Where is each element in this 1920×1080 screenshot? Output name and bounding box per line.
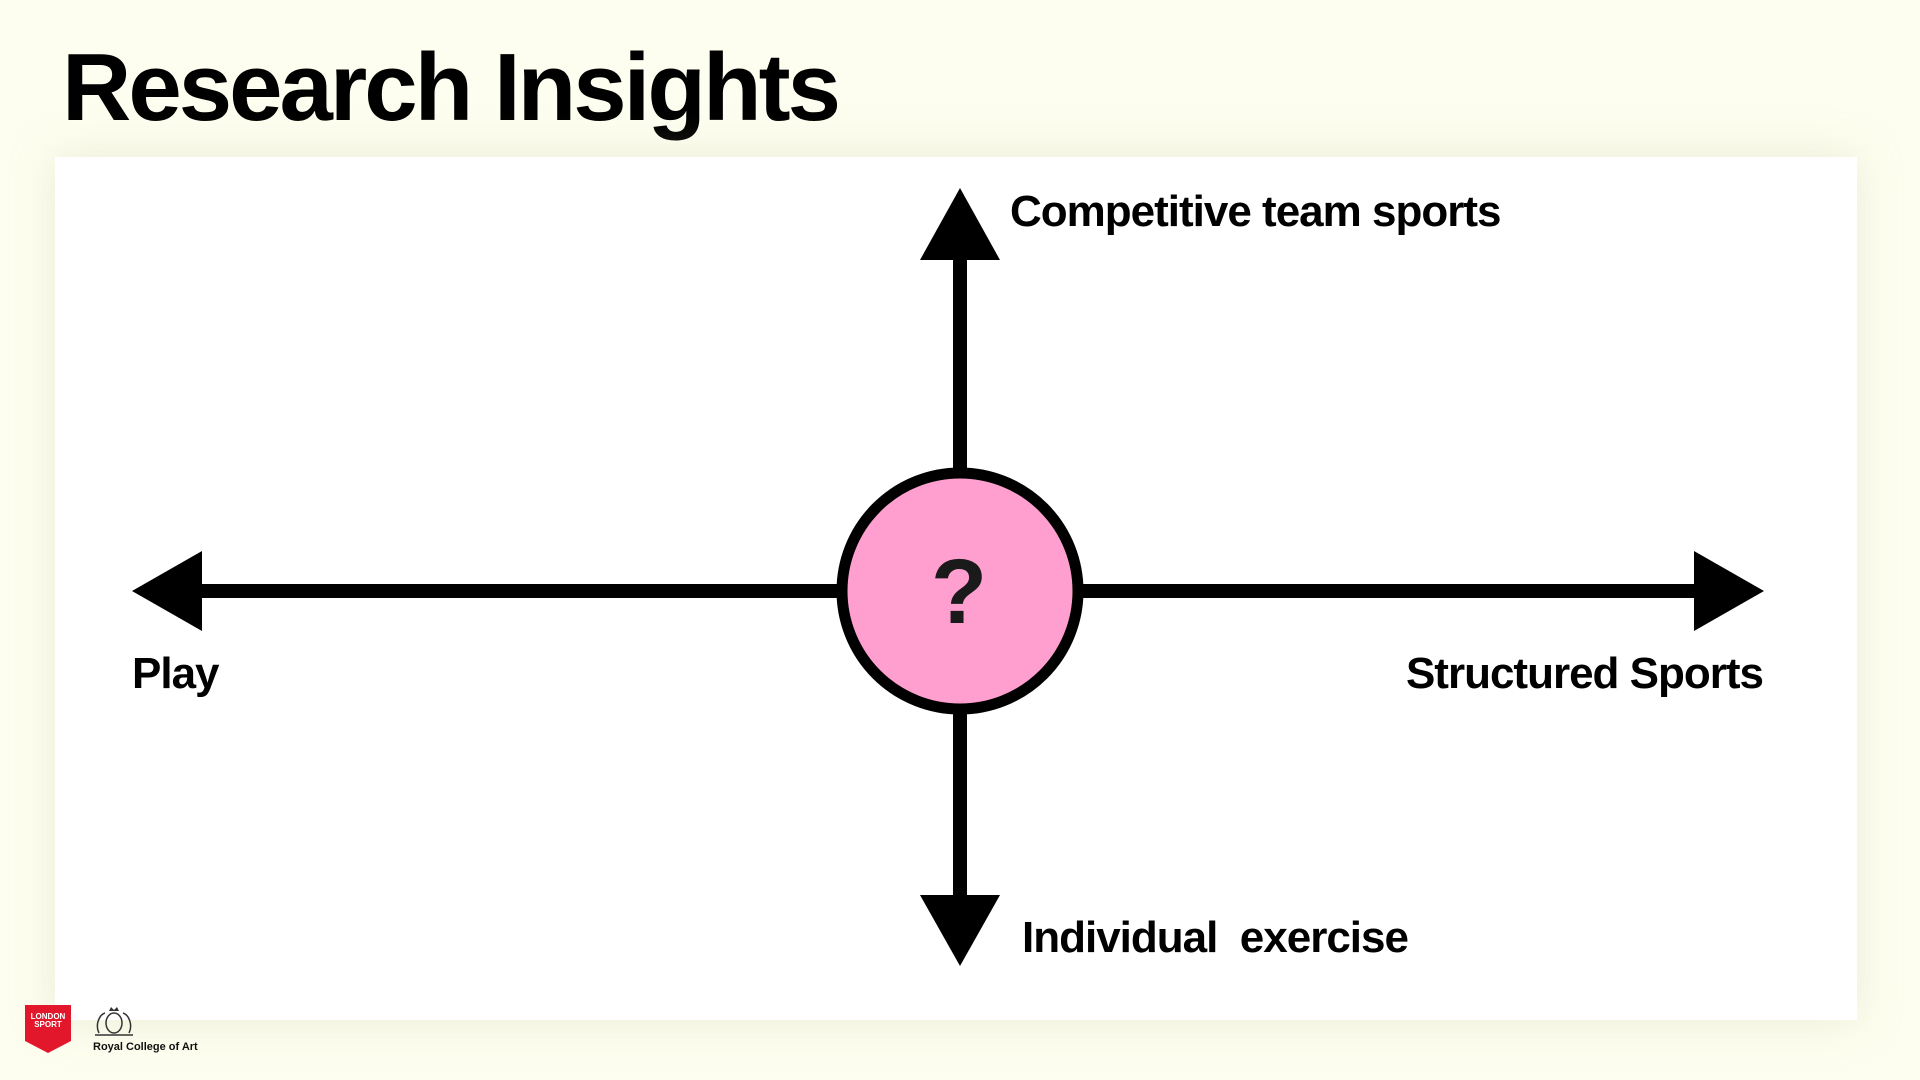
center-question-mark: ?	[930, 541, 988, 643]
royal-crest-icon	[95, 1007, 133, 1036]
slide-title: Research Insights	[62, 34, 841, 141]
axis-top-label: Competitive team sports	[1010, 187, 1501, 236]
center-circle	[836, 467, 1084, 715]
arrow-up-icon	[920, 188, 1000, 260]
axis-right-label: Structured Sports	[1405, 649, 1764, 698]
arrow-left-icon	[132, 551, 202, 631]
london-sport-logo	[25, 1005, 71, 1053]
arrow-right-icon	[1694, 551, 1764, 631]
axis-left-label: Play	[132, 649, 220, 698]
arrow-down-icon	[920, 895, 1000, 966]
axis-bottom-label: Individual exercise	[1022, 913, 1409, 962]
london-sport-logo-text: LONDON SPORT	[30, 1012, 66, 1029]
royal-college-of-art-logo-text: Royal College of Art	[93, 1041, 198, 1053]
